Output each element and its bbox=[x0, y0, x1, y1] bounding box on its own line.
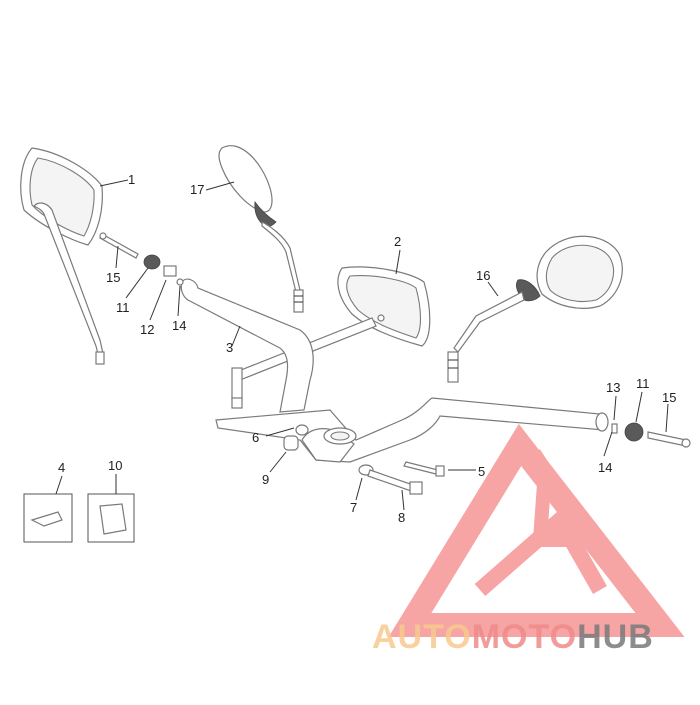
wordmark-auto: AUTO bbox=[372, 618, 472, 656]
callout-10: 10 bbox=[108, 458, 122, 473]
callout-5: 5 bbox=[478, 464, 485, 479]
callout-16: 16 bbox=[476, 268, 490, 283]
wordmark-moto: MOTO bbox=[472, 618, 577, 656]
callout-11-right: 11 bbox=[636, 376, 650, 391]
callout-15-right: 15 bbox=[662, 390, 676, 405]
callout-7: 7 bbox=[350, 500, 357, 515]
callout-8: 8 bbox=[398, 510, 405, 525]
callout-2: 2 bbox=[394, 234, 401, 249]
handlebar bbox=[180, 278, 609, 463]
callout-17: 17 bbox=[190, 182, 204, 197]
wordmark-hub: HUB bbox=[577, 618, 654, 656]
callout-15-left: 15 bbox=[106, 270, 120, 285]
watermark-wordmark: AUTOMOTOHUB bbox=[372, 618, 654, 656]
leader-lines bbox=[55, 179, 669, 511]
bottom-hardware bbox=[283, 424, 445, 495]
left-hardware bbox=[99, 232, 184, 286]
callout-13: 13 bbox=[606, 380, 620, 395]
callout-11-left: 11 bbox=[116, 300, 130, 315]
right-hardware bbox=[611, 422, 691, 448]
callout-12: 12 bbox=[140, 322, 154, 337]
callout-14-right: 14 bbox=[598, 460, 612, 475]
right-mirror bbox=[447, 235, 623, 383]
svg-text:AUTOMOTOHUB: AUTOMOTOHUB bbox=[372, 618, 654, 656]
callout-6: 6 bbox=[252, 430, 259, 445]
watermark-logo bbox=[388, 423, 685, 637]
callout-4: 4 bbox=[58, 460, 65, 475]
box-part-10 bbox=[87, 493, 135, 543]
upper-left-mirror bbox=[218, 145, 304, 313]
left-mirror bbox=[20, 147, 105, 365]
callout-numbers: 1 2 3 4 5 6 7 8 9 10 11 12 13 14 15 16 1… bbox=[58, 172, 676, 525]
callout-1: 1 bbox=[128, 172, 135, 187]
callout-9: 9 bbox=[262, 472, 269, 487]
callout-14-left: 14 bbox=[172, 318, 186, 333]
box-part-4 bbox=[23, 493, 73, 543]
callout-3: 3 bbox=[226, 340, 233, 355]
